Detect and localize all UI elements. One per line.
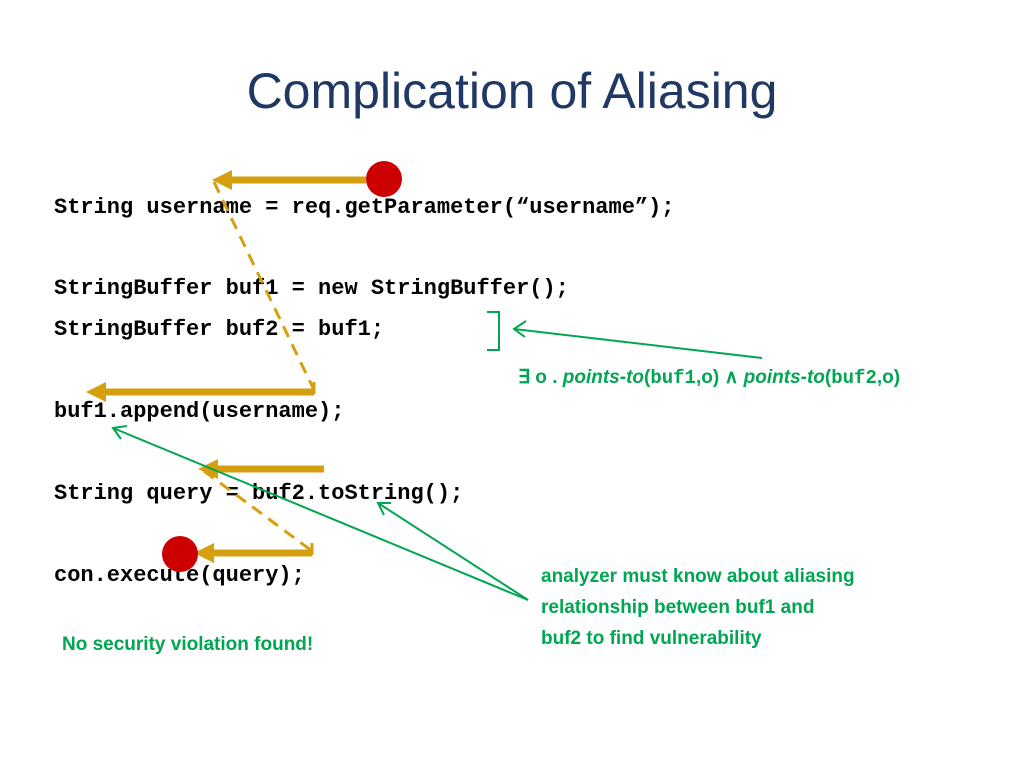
analyzer-note-line-1: analyzer must know about aliasing bbox=[541, 566, 855, 587]
points-to-label-1: points-to bbox=[562, 367, 645, 388]
formula-dot: . bbox=[552, 367, 558, 388]
code-line-append: buf1.append(username); bbox=[54, 399, 345, 424]
no-violation-note: No security violation found! bbox=[62, 634, 314, 655]
analyzer-arrow-query bbox=[377, 502, 529, 601]
annotation-arrows bbox=[111, 311, 763, 601]
taint-arrowhead-append bbox=[86, 382, 106, 402]
formula-var-buf1: buf1 bbox=[650, 367, 696, 389]
analyzer-note-line-3: buf2 to find vulnerability bbox=[541, 628, 762, 649]
analyzer-arrow-append bbox=[112, 427, 529, 601]
taint-sink-dot bbox=[162, 536, 198, 572]
taint-source-dot bbox=[366, 161, 402, 197]
points-to-formula: ∃ o . points-to(buf1,o) ∧ points-to(buf2… bbox=[518, 366, 900, 389]
code-line-buf2-decl: StringBuffer buf2 = buf1; bbox=[54, 317, 385, 342]
formula-open-1: ( bbox=[644, 367, 651, 388]
and-symbol: ∧ bbox=[724, 367, 739, 388]
taint-arrowhead-sink bbox=[194, 543, 214, 563]
formula-arg-1: ,o) bbox=[695, 367, 720, 388]
analyzer-arrowhead-append bbox=[111, 425, 128, 440]
exists-symbol: ∃ bbox=[518, 367, 531, 388]
taint-arrowhead-source bbox=[212, 170, 232, 190]
analyzer-arrowhead-query bbox=[376, 502, 391, 516]
formula-open-2: ( bbox=[824, 367, 832, 388]
code-line-buf1-decl: StringBuffer buf1 = new StringBuffer(); bbox=[54, 276, 569, 301]
analyzer-note-line-2: relationship between buf1 and bbox=[541, 597, 815, 618]
code-line-username: String username = req.getParameter(“user… bbox=[54, 195, 675, 220]
slide-title: Complication of Aliasing bbox=[246, 63, 778, 119]
points-to-label-2: points-to bbox=[743, 367, 825, 388]
taint-dashed-2 bbox=[203, 469, 313, 553]
alias-arrowhead bbox=[512, 320, 527, 338]
formula-o: o bbox=[535, 367, 547, 388]
taint-flow-arrows bbox=[86, 170, 366, 563]
formula-arg-2: ,o) bbox=[876, 367, 901, 388]
alias-arrow bbox=[513, 328, 763, 359]
analyzer-note: analyzer must know about aliasing relati… bbox=[541, 561, 855, 654]
taint-dashed-1 bbox=[212, 181, 316, 391]
code-line-query: String query = buf2.toString(); bbox=[54, 481, 464, 506]
formula-var-buf2: buf2 bbox=[831, 367, 877, 389]
taint-arrowhead-query bbox=[198, 459, 218, 479]
alias-bracket bbox=[487, 311, 500, 351]
